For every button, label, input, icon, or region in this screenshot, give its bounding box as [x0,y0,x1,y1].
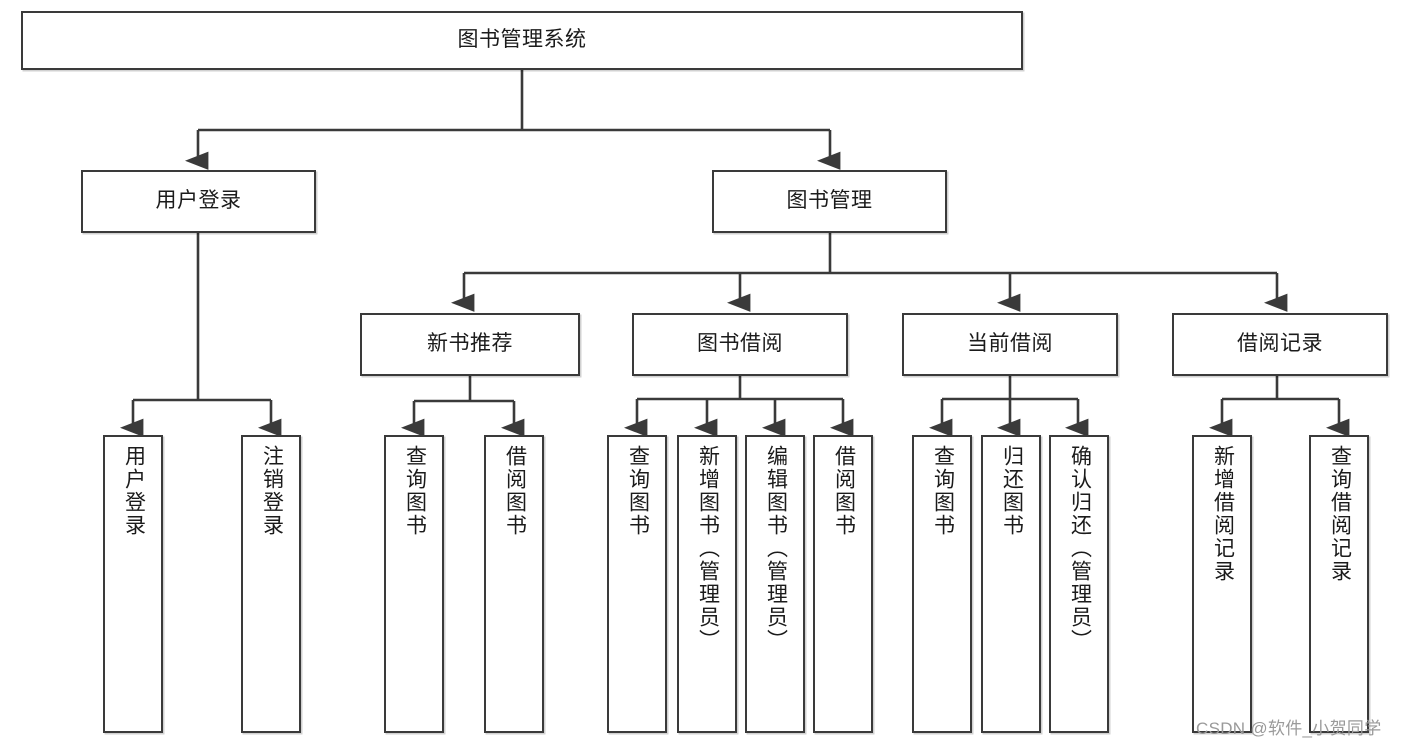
node-leaf-borrow-book-1-label: 借阅图书 [503,445,527,537]
node-current-borrow[interactable]: 当前借阅 [902,313,1118,376]
node-root-label: 图书管理系统 [457,28,587,52]
node-leaf-add-book-label: 新增图书（管理员） [696,445,720,652]
node-book-borrow[interactable]: 图书借阅 [632,313,848,376]
node-user-login-label: 用户登录 [155,189,242,213]
node-leaf-add-record[interactable]: 新增借阅记录 [1192,435,1252,733]
node-leaf-query-record[interactable]: 查询借阅记录 [1309,435,1369,733]
node-leaf-query-book-3[interactable]: 查询图书 [912,435,972,733]
node-leaf-query-book-2[interactable]: 查询图书 [607,435,667,733]
node-leaf-user-login-label: 用户登录 [122,445,146,537]
node-leaf-query-book-2-label: 查询图书 [626,445,650,537]
node-leaf-add-book[interactable]: 新增图书（管理员） [677,435,737,733]
node-new-book-rec-label: 新书推荐 [427,332,513,356]
node-borrow-record-label: 借阅记录 [1237,332,1323,356]
node-leaf-borrow-book-2-label: 借阅图书 [832,445,856,537]
node-leaf-edit-book-label: 编辑图书（管理员） [764,445,788,652]
node-leaf-confirm-return[interactable]: 确认归还（管理员） [1049,435,1109,733]
node-leaf-query-book-1-label: 查询图书 [403,445,427,537]
node-leaf-return-book[interactable]: 归还图书 [981,435,1041,733]
node-book-manage-label: 图书管理 [786,189,873,213]
node-leaf-add-record-label: 新增借阅记录 [1211,445,1235,583]
node-leaf-borrow-book-2[interactable]: 借阅图书 [813,435,873,733]
watermark: CSDN @软件_小贺同学 [1196,719,1382,738]
node-leaf-logout-label: 注销登录 [260,445,284,537]
node-leaf-query-book-3-label: 查询图书 [931,445,955,537]
node-leaf-edit-book[interactable]: 编辑图书（管理员） [745,435,805,733]
node-new-book-rec[interactable]: 新书推荐 [360,313,580,376]
node-leaf-return-book-label: 归还图书 [1000,445,1024,537]
node-book-manage[interactable]: 图书管理 [712,170,947,233]
node-leaf-logout[interactable]: 注销登录 [241,435,301,733]
node-root[interactable]: 图书管理系统 [21,11,1023,70]
node-leaf-query-book-1[interactable]: 查询图书 [384,435,444,733]
node-book-borrow-label: 图书借阅 [697,332,783,356]
node-leaf-user-login[interactable]: 用户登录 [103,435,163,733]
node-user-login[interactable]: 用户登录 [81,170,316,233]
node-borrow-record[interactable]: 借阅记录 [1172,313,1388,376]
node-leaf-confirm-return-label: 确认归还（管理员） [1068,445,1092,652]
node-current-borrow-label: 当前借阅 [967,332,1053,356]
node-leaf-borrow-book-1[interactable]: 借阅图书 [484,435,544,733]
node-leaf-query-record-label: 查询借阅记录 [1328,445,1352,583]
